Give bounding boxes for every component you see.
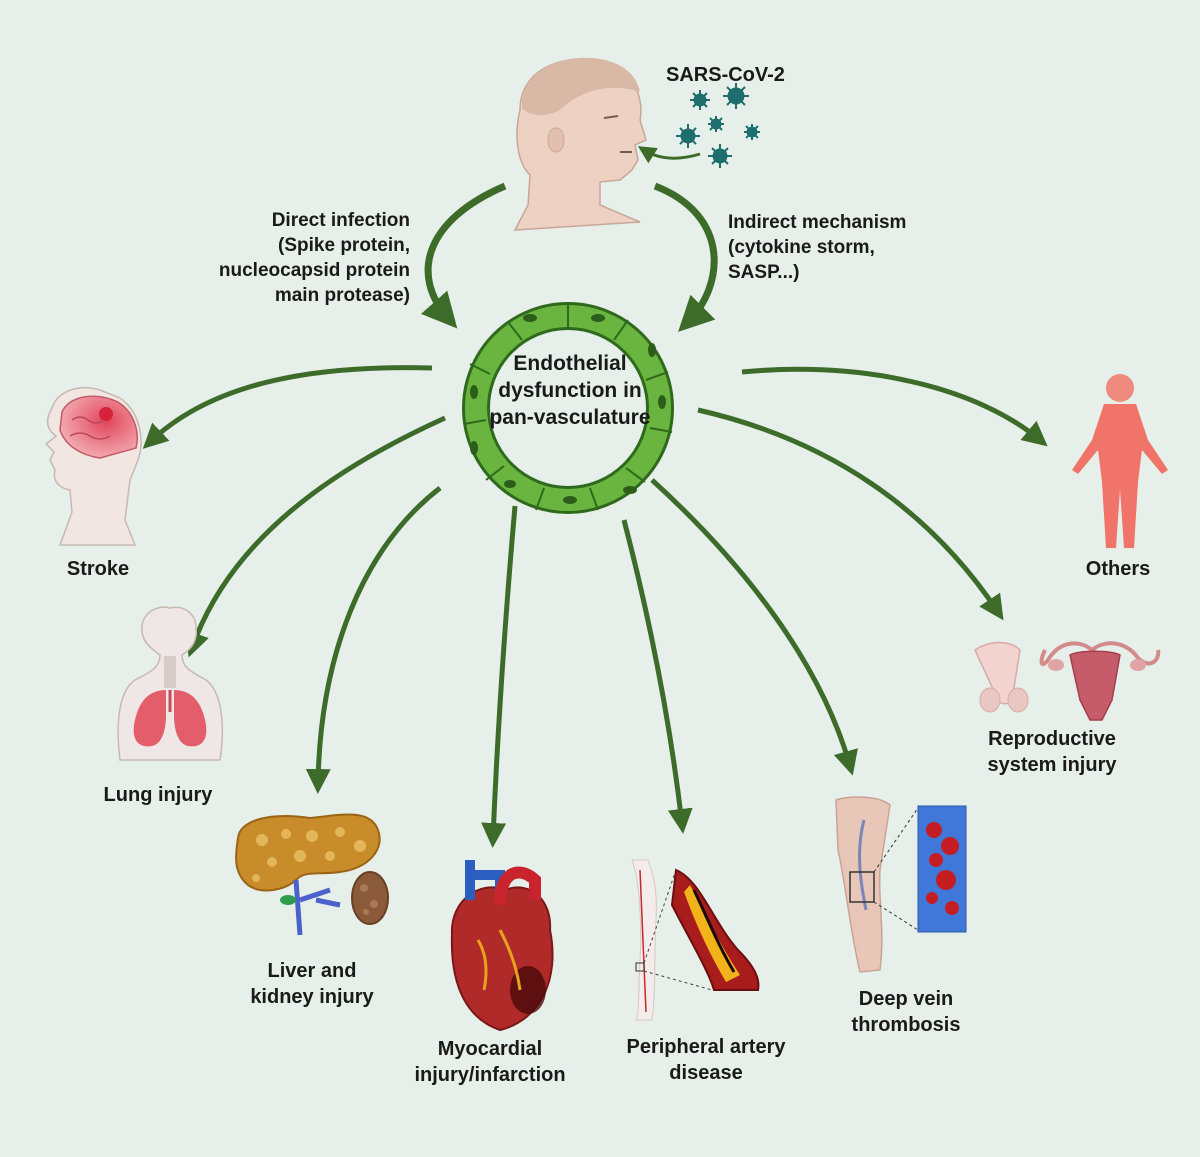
peripheral-line: disease <box>669 1062 743 1084</box>
reproductive-line: Reproductive <box>988 728 1116 750</box>
arrow-to-reproductive <box>697 407 1004 621</box>
reproductive-label: Reproductive system injury <box>988 726 1117 778</box>
direct-infection-line: Direct infection <box>271 210 410 231</box>
lung-injury-label: Lung injury <box>104 782 213 808</box>
stroke-line: Stroke <box>66 558 130 580</box>
myocardial-label: Myocardial injury/infarction <box>414 1036 565 1088</box>
reproductive-illustration <box>974 641 1161 721</box>
inhalation-arrow <box>637 146 701 164</box>
arrow-to-dvt <box>650 478 858 776</box>
indirect-mechanism-line: Indirect mechanism <box>728 212 907 233</box>
virus-particles <box>676 83 760 168</box>
lung-line: Lung injury <box>103 784 213 806</box>
human-head-illustration <box>513 57 647 231</box>
virus-icon <box>690 90 710 110</box>
virus-icon <box>676 124 700 148</box>
others-line: Others <box>1085 558 1151 580</box>
arrow-to-peripheral <box>621 519 693 834</box>
peripheral-artery-illustration <box>631 859 760 1021</box>
liver-line: kidney injury <box>250 986 374 1008</box>
arrow-to-stroke <box>142 365 433 449</box>
dvt-illustration <box>835 796 967 973</box>
direct-infection-line: nucleocapsid protein <box>218 260 410 281</box>
liver-kidney-illustration <box>235 813 389 936</box>
center-line: Endothelial <box>513 352 627 375</box>
heart-illustration <box>450 860 554 1032</box>
reproductive-line: system injury <box>987 754 1117 776</box>
direct-infection-label: Direct infection (Spike protein, nucleoc… <box>219 208 410 308</box>
direct-infection-line: (Spike protein, <box>278 235 410 256</box>
lung-illustration <box>117 606 224 761</box>
dvt-line: thrombosis <box>851 1014 961 1036</box>
arrow-to-liver <box>305 486 442 794</box>
endothelial-dysfunction-label: Endothelial dysfunction in pan-vasculatu… <box>470 350 670 431</box>
indirect-mechanism-arrow <box>653 182 718 332</box>
indirect-mechanism-line: (cytokine storm, <box>728 237 875 258</box>
direct-infection-line: main protease) <box>274 285 410 306</box>
liver-kidney-label: Liver and kidney injury <box>250 958 373 1010</box>
myocardial-line: Myocardial <box>437 1038 543 1060</box>
direct-infection-arrow <box>420 182 507 329</box>
peripheral-artery-label: Peripheral artery disease <box>627 1034 786 1086</box>
stroke-brain-illustration <box>44 387 142 546</box>
indirect-mechanism-line: SASP...) <box>728 262 800 283</box>
center-line: dysfunction in <box>498 379 642 402</box>
virus-label: SARS-CoV-2 <box>666 64 785 86</box>
others-label: Others <box>1086 556 1150 582</box>
human-figure-illustration <box>1072 374 1168 548</box>
virus-icon <box>723 83 749 109</box>
liver-line: Liver and <box>267 960 357 982</box>
arrow-to-others <box>741 366 1048 447</box>
center-line: pan-vasculature <box>489 406 651 429</box>
virus-icon <box>708 116 724 132</box>
arrow-to-heart <box>481 505 518 848</box>
myocardial-line: injury/infarction <box>414 1064 566 1086</box>
endothelial-ring <box>462 302 674 514</box>
virus-icon <box>708 144 732 168</box>
dvt-line: Deep vein <box>858 988 954 1010</box>
arrow-to-lung <box>185 415 447 658</box>
virus-icon <box>744 124 760 140</box>
peripheral-line: Peripheral artery <box>626 1036 786 1058</box>
stroke-label: Stroke <box>67 556 129 582</box>
outcome-arrows <box>142 365 1048 848</box>
indirect-mechanism-label: Indirect mechanism (cytokine storm, SASP… <box>728 210 906 285</box>
dvt-label: Deep vein thrombosis <box>852 986 961 1038</box>
